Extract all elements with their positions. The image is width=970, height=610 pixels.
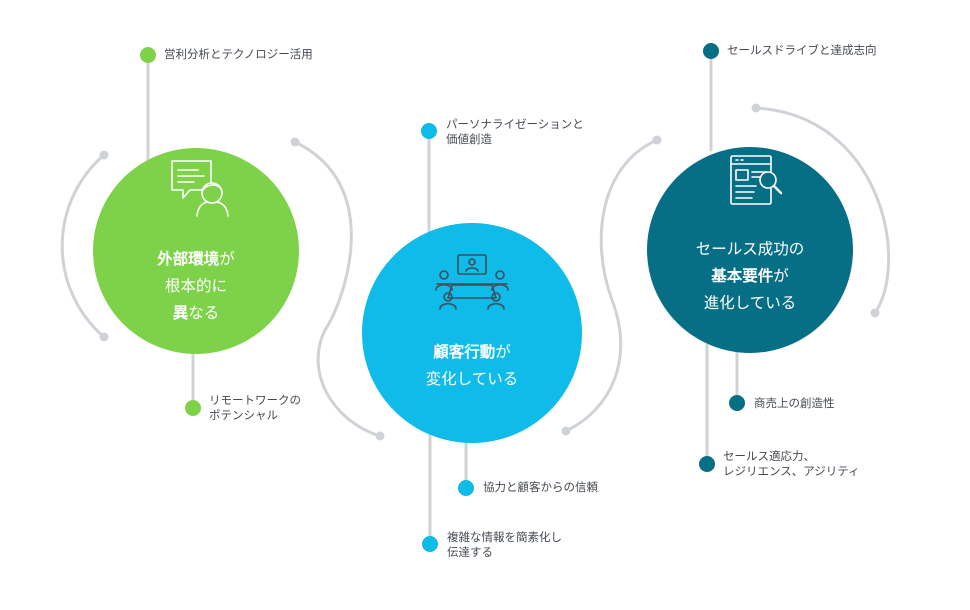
- label-simplify-complex-information: 複雑な情報を簡素化し伝達する: [447, 530, 562, 560]
- emphasis-text: 顧客行動: [433, 343, 496, 361]
- emphasis-text: 外部環境: [157, 250, 220, 268]
- title-text: が: [495, 343, 511, 361]
- circle-title-customer-behavior: 顧客行動が変化している: [397, 339, 547, 393]
- search-document-icon: [730, 155, 783, 205]
- circle-title-line: 基本要件が: [665, 263, 835, 290]
- label-sales-drive-achievement: セールスドライブと達成志向: [727, 43, 877, 58]
- circle-title-line: 根本的に: [121, 273, 271, 300]
- arc-cyan-right: [564, 138, 659, 433]
- chat-person-icon: [171, 160, 229, 217]
- label-line: 伝達する: [447, 545, 493, 559]
- arc-green-left: [60, 153, 106, 339]
- label-line: 価値創造: [446, 132, 492, 146]
- label-line: 商売上の創造性: [754, 396, 835, 410]
- title-text: 根本的に: [164, 277, 227, 295]
- connector-lines: [60, 50, 891, 544]
- label-line: 協力と顧客からの信頼: [483, 480, 598, 494]
- bullet-dot-c3: [422, 536, 438, 552]
- title-text: なる: [188, 304, 220, 322]
- title-text: が: [219, 250, 235, 268]
- bullet-dot-t2: [729, 395, 745, 411]
- label-remote-work-potential: リモートワークのポテンシャル: [209, 393, 301, 423]
- circle-title-external-environment: 外部環境が根本的に異なる: [121, 246, 271, 327]
- label-collaboration-customer-trust: 協力と顧客からの信頼: [483, 480, 598, 495]
- circle-external-environment: [93, 148, 299, 354]
- label-line: レジリエンス、アジリティ: [723, 464, 860, 478]
- circle-title-line: 変化している: [397, 366, 547, 393]
- label-line: 営利分析とテクノロジー活用: [164, 47, 313, 61]
- title-text: 進化している: [703, 294, 797, 312]
- circle-title-line: 異なる: [121, 300, 271, 327]
- circle-title-line: 顧客行動が: [397, 339, 547, 366]
- label-commercial-creativity: 商売上の創造性: [754, 396, 835, 411]
- label-personalization-value-creation: パーソナライゼーションと価値創造: [446, 117, 584, 147]
- bullet-dot-t1: [703, 43, 719, 59]
- arc-green-right: [293, 140, 382, 438]
- label-line: セールスドライブと達成志向: [727, 43, 877, 57]
- title-text: セールス成功の: [695, 240, 805, 258]
- title-text: が: [773, 267, 789, 285]
- circle-customer-behavior: [362, 223, 582, 443]
- circle-title-sales-requirements: セールス成功の基本要件が進化している: [665, 236, 835, 317]
- circle-title-line: セールス成功の: [665, 236, 835, 263]
- emphasis-text: 異: [172, 304, 189, 322]
- bullet-dot-g2: [185, 400, 201, 416]
- label-sales-adaptability-resilience-agility: セールス適応力、レジリエンス、アジリティ: [723, 449, 860, 479]
- meeting-icon: [435, 254, 509, 310]
- label-line: セールス適応力、: [723, 449, 815, 463]
- circle-sales-requirements: [647, 147, 853, 353]
- bullet-dot-g1: [140, 47, 156, 63]
- bullet-dot-t3: [699, 456, 715, 472]
- label-line: パーソナライゼーションと: [446, 117, 584, 131]
- bullet-dot-c2: [458, 480, 474, 496]
- arc-teal-right: [754, 106, 891, 315]
- bullet-dots: [140, 43, 745, 552]
- circle-title-line: 外部環境が: [121, 246, 271, 273]
- label-profit-analysis-technology: 営利分析とテクノロジー活用: [164, 47, 313, 62]
- label-line: リモートワークの: [209, 393, 301, 407]
- label-line: 複雑な情報を簡素化し: [447, 530, 562, 544]
- circle-title-line: 進化している: [665, 290, 835, 317]
- emphasis-text: 基本要件: [711, 267, 774, 285]
- title-text: 変化している: [425, 370, 519, 388]
- bullet-dot-c1: [421, 123, 437, 139]
- arc-end-dots: [99, 103, 880, 441]
- label-line: ポテンシャル: [209, 408, 278, 422]
